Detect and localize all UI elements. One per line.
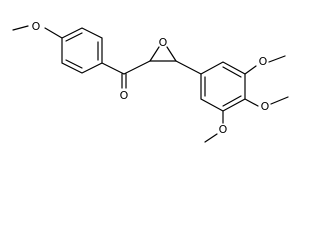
oxygen-label-methoxy-lower-right: O	[219, 123, 228, 136]
left-benzene-ring	[61, 27, 103, 74]
methyl-bond-middle-right	[270, 96, 289, 105]
aryl-carbonyl-bond	[101, 62, 125, 75]
methyl-bond-upper-right	[268, 55, 286, 63]
molecule-svg: O O O O O O	[12, 20, 289, 143]
structure-diagram: O O O O O O	[12, 20, 289, 143]
left-ring-double-bond-1	[65, 32, 83, 42]
right-ring-double-bond-1	[222, 66, 242, 78]
carbonyl-epoxide-bond	[123, 60, 151, 75]
right-ring-double-bond-2	[222, 95, 242, 107]
epoxide-aryl-bond	[175, 60, 202, 75]
oxygen-label-methoxy-middle-right: O	[261, 100, 270, 113]
o-aryl-bond-upper-right	[244, 65, 257, 75]
epoxide-co-bond-right	[166, 46, 177, 62]
o-aryl-bond-left	[44, 27, 63, 39]
oxygen-label-ketone: O	[120, 89, 129, 102]
oxygen-label-epoxide: O	[159, 36, 168, 49]
methyl-bond-lower-right	[204, 133, 218, 143]
oxygen-label-methoxy-left: O	[32, 20, 41, 33]
right-benzene-ring	[200, 61, 246, 112]
o-aryl-bond-middle-right	[244, 98, 259, 107]
epoxide-co-bond-left	[149, 46, 160, 62]
oxygen-label-methoxy-upper-right: O	[259, 55, 268, 68]
left-ring-double-bond-3	[65, 59, 83, 69]
methyl-bond-left	[12, 25, 29, 31]
